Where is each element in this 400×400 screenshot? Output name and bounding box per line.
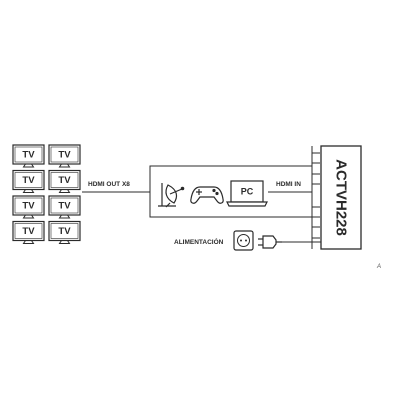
device-model-label: ACTVH228 [333,159,350,236]
ports-bottom [311,203,320,249]
hdmi-out-label: HDMI OUT X8 [88,181,130,188]
tv-screen: TV [48,169,81,193]
tv-stand [58,240,71,244]
tv-frame [48,195,81,216]
tv-frame [12,220,45,242]
tv-label: TV [22,150,35,161]
tv-stand [58,189,71,193]
tv-screen: TV [12,144,45,168]
tv-label: TV [22,226,35,237]
connection-lines [82,165,326,243]
tv-label: TV [22,175,35,186]
tv-stand [22,214,35,219]
tv-stand [22,163,35,168]
tv-screen: TV [48,195,81,219]
tv-label: TV [22,201,35,212]
tv-label: TV [58,226,71,237]
satellite-dish-icon [158,183,185,208]
ports-top [311,146,320,192]
corner-mark: A [376,264,381,270]
splitter-device: ACTVH228 [311,145,362,250]
tv-frame [48,169,81,191]
tv-screen: TV [48,220,81,244]
tv-bezel [50,223,79,239]
tv-bezel [14,197,43,214]
tv-stand [58,214,71,219]
tv-bezel [50,172,79,188]
tv-frame [12,144,45,165]
tv-label: TV [58,201,71,212]
tv-screen: TV [12,169,45,193]
tv-frame [48,220,81,242]
gamepad-icon [190,186,224,204]
tv-bezel [50,146,79,163]
tv-frame [12,169,45,191]
power-label: ALIMENTACIÓN [174,237,224,246]
hdmi-in-label: HDMI IN [276,181,301,188]
tv-label: TV [58,150,71,161]
device-body [320,145,362,250]
power-plug-icon [258,235,282,249]
tv-stand [22,240,35,244]
tv-screen: TV [12,220,45,244]
tv-grid: TV TV TV TV TV TV TV TV [12,144,81,244]
laptop-icon: PC [226,180,268,207]
tv-bezel [14,172,43,188]
tv-bezel [14,223,43,239]
tv-bezel [50,197,79,214]
power-outlet-icon [233,230,254,251]
tv-stand [22,189,35,193]
tv-frame [12,195,45,216]
tv-screen: TV [48,144,81,168]
tv-frame [48,144,81,165]
pc-label: PC [241,187,254,197]
tv-label: TV [58,175,71,186]
tv-stand [58,163,71,168]
tv-bezel [14,146,43,163]
tv-screen: TV [12,195,45,219]
